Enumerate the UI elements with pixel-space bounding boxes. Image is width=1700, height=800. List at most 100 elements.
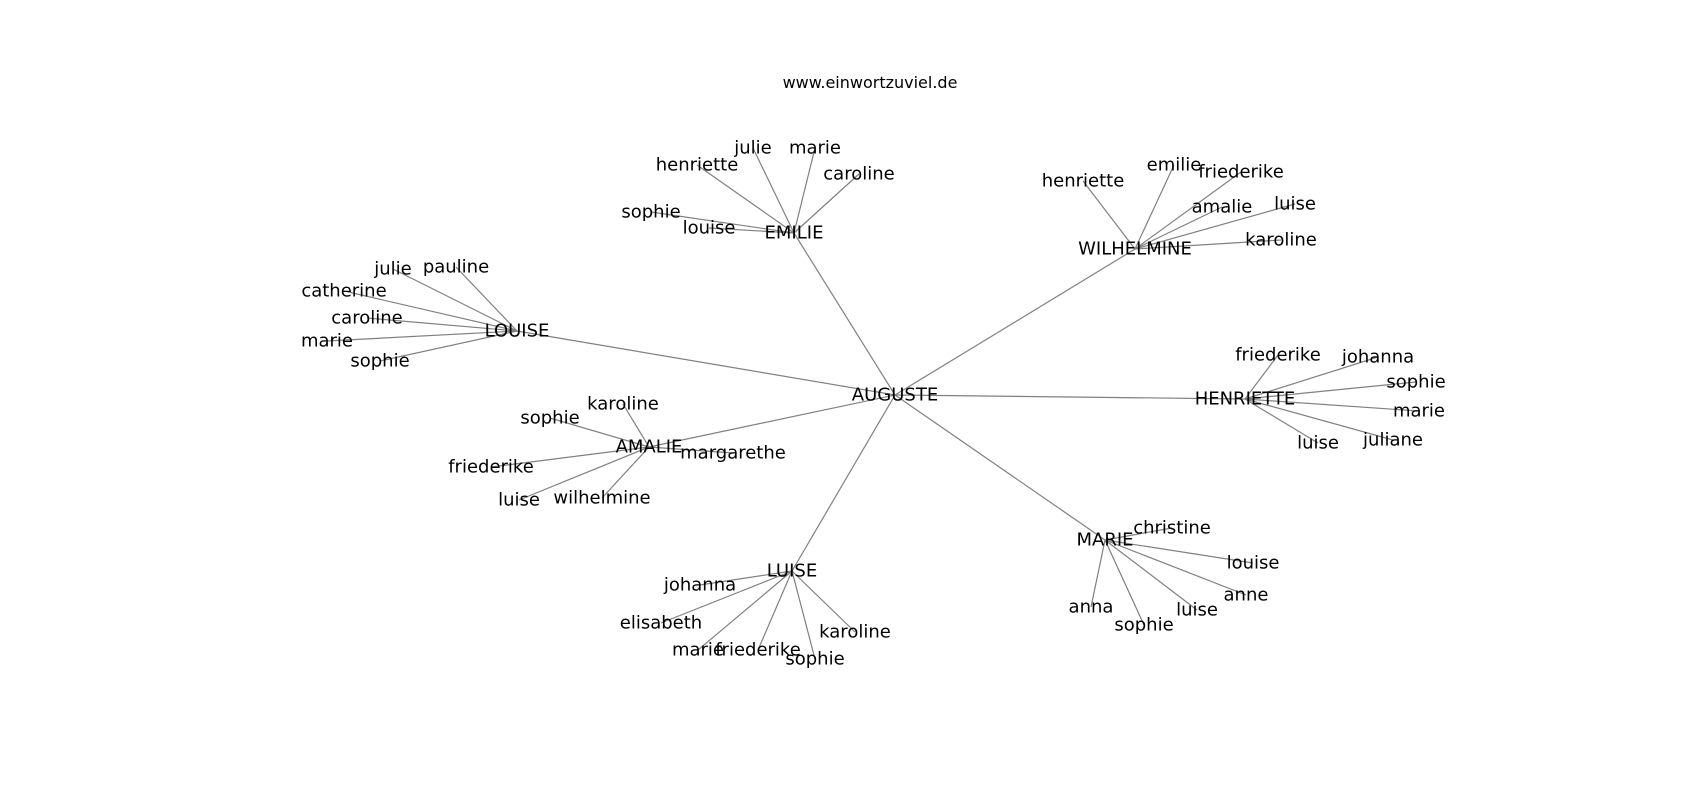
node-child-louise: louise <box>683 218 736 239</box>
node-child-henriette: henriette <box>656 155 739 176</box>
node-child-marie: marie <box>672 640 724 661</box>
edge-amalie-to-karoline <box>622 403 650 448</box>
node-child-juliane: juliane <box>1362 430 1423 451</box>
edge-root-to-emilie <box>793 232 896 396</box>
edge-marie-to-christine <box>1104 527 1173 541</box>
edge-luise-to-karoline <box>791 570 856 633</box>
edge-amalie-to-luise <box>518 446 650 501</box>
edge-louise-to-marie <box>326 330 518 342</box>
node-child-karoline: karoline <box>1245 230 1317 251</box>
edge-amalie-to-margarethe <box>648 446 734 454</box>
edge-wilhelmine-to-emilie <box>1134 164 1175 250</box>
edge-wilhelmine-to-luise <box>1134 203 1296 250</box>
edges-layer <box>326 147 1420 660</box>
edge-henriette-to-luise <box>1244 398 1319 444</box>
edge-marie-to-luise <box>1104 539 1198 611</box>
node-child-julie: julie <box>373 259 412 280</box>
edge-henriette-to-marie <box>1244 398 1420 412</box>
edge-henriette-to-johanna <box>1244 356 1379 400</box>
node-root: AUGUSTE <box>852 385 938 406</box>
node-child-margarethe: margarethe <box>680 443 786 464</box>
edge-root-to-marie <box>894 394 1106 541</box>
edge-louise-to-pauline <box>455 266 518 332</box>
edge-henriette-to-friederike <box>1244 354 1279 400</box>
edge-marie-to-anna <box>1090 539 1106 608</box>
node-child-johanna: johanna <box>1341 347 1414 368</box>
node-child-louise: louise <box>1227 553 1280 574</box>
edge-henriette-to-sophie <box>1244 381 1417 400</box>
node-child-elisabeth: elisabeth <box>620 613 702 634</box>
edge-luise-to-marie <box>697 570 793 651</box>
node-group-amalie: AMALIE <box>616 437 683 458</box>
node-child-luise: luise <box>1274 194 1316 215</box>
node-child-pauline: pauline <box>423 257 489 278</box>
edge-henriette-to-juliane <box>1244 398 1394 441</box>
node-group-louise: LOUISE <box>485 321 550 342</box>
edge-emilie-to-henriette <box>696 164 795 234</box>
node-child-marie: marie <box>789 138 841 159</box>
node-child-anne: anne <box>1224 585 1269 606</box>
node-group-luise: LUISE <box>767 561 817 582</box>
edge-luise-to-elisabeth <box>660 570 793 624</box>
edge-louise-to-caroline <box>366 317 518 332</box>
node-child-henriette: henriette <box>1042 171 1125 192</box>
edge-root-to-henriette <box>894 394 1246 400</box>
nodes-layer: AUGUSTE EMILIE julie marie henriette caroline… <box>301 138 1446 670</box>
edge-luise-to-johanna <box>699 570 793 586</box>
edge-amalie-to-friederike <box>490 446 650 468</box>
edge-emilie-to-sophie <box>650 211 795 234</box>
edge-wilhelmine-to-amalie <box>1134 206 1223 250</box>
edge-wilhelmine-to-karoline <box>1134 239 1282 250</box>
node-child-catherine: catherine <box>301 281 386 302</box>
node-child-caroline: caroline <box>823 164 894 185</box>
edge-root-to-wilhelmine <box>894 248 1136 396</box>
node-group-emilie: EMILIE <box>765 223 824 244</box>
node-child-wilhelmine: wilhelmine <box>553 488 650 509</box>
edge-emilie-to-caroline <box>793 173 860 234</box>
node-child-amalie: amalie <box>1192 197 1253 218</box>
edge-luise-to-sophie <box>791 570 816 660</box>
edge-luise-to-friederike <box>757 570 793 651</box>
node-child-sophie: sophie <box>1114 615 1173 636</box>
edge-marie-to-sophie <box>1104 539 1145 626</box>
edge-louise-to-sophie <box>379 330 518 362</box>
node-child-luise: luise <box>1297 433 1339 454</box>
node-group-wilhelmine: WILHELMINE <box>1078 239 1192 260</box>
node-child-sophie: sophie <box>1386 372 1445 393</box>
node-child-sophie: sophie <box>621 202 680 223</box>
credit-text: www.einwortzuviel.de <box>783 73 958 92</box>
node-child-friederike: friederike <box>448 457 534 478</box>
node-child-sophie: sophie <box>520 408 579 429</box>
node-child-marie: marie <box>1393 401 1445 422</box>
edge-emilie-to-louise <box>708 227 795 234</box>
edge-amalie-to-wilhelmine <box>601 446 650 499</box>
edge-louise-to-julie <box>392 268 518 332</box>
node-child-caroline: caroline <box>331 308 402 329</box>
node-child-anna: anna <box>1069 597 1114 618</box>
node-child-luise: luise <box>1176 600 1218 621</box>
node-child-marie: marie <box>301 331 353 352</box>
node-child-julie: julie <box>733 138 772 159</box>
node-child-luise: luise <box>498 490 540 511</box>
node-child-sophie: sophie <box>350 351 409 372</box>
edge-root-to-louise <box>516 330 896 396</box>
node-group-henriette: HENRIETTE <box>1195 389 1296 410</box>
node-child-christine: christine <box>1133 518 1211 539</box>
node-child-friederike: friederike <box>715 640 801 661</box>
edge-root-to-amalie <box>648 394 896 448</box>
edge-marie-to-louise <box>1104 539 1254 564</box>
node-group-marie: MARIE <box>1076 530 1133 551</box>
edge-amalie-to-sophie <box>549 417 650 448</box>
edge-wilhelmine-to-friederike <box>1134 171 1242 250</box>
node-child-karoline: karoline <box>819 622 891 643</box>
node-child-friederike: friederike <box>1235 345 1321 366</box>
edge-root-to-luise <box>791 394 896 572</box>
edge-emilie-to-marie <box>793 147 816 234</box>
edge-marie-to-anne <box>1104 539 1247 596</box>
edge-emilie-to-julie <box>752 147 795 234</box>
edge-louise-to-catherine <box>343 290 518 332</box>
node-child-sophie: sophie <box>785 649 844 670</box>
node-child-emilie: emilie <box>1147 155 1202 176</box>
node-child-karoline: karoline <box>587 394 659 415</box>
